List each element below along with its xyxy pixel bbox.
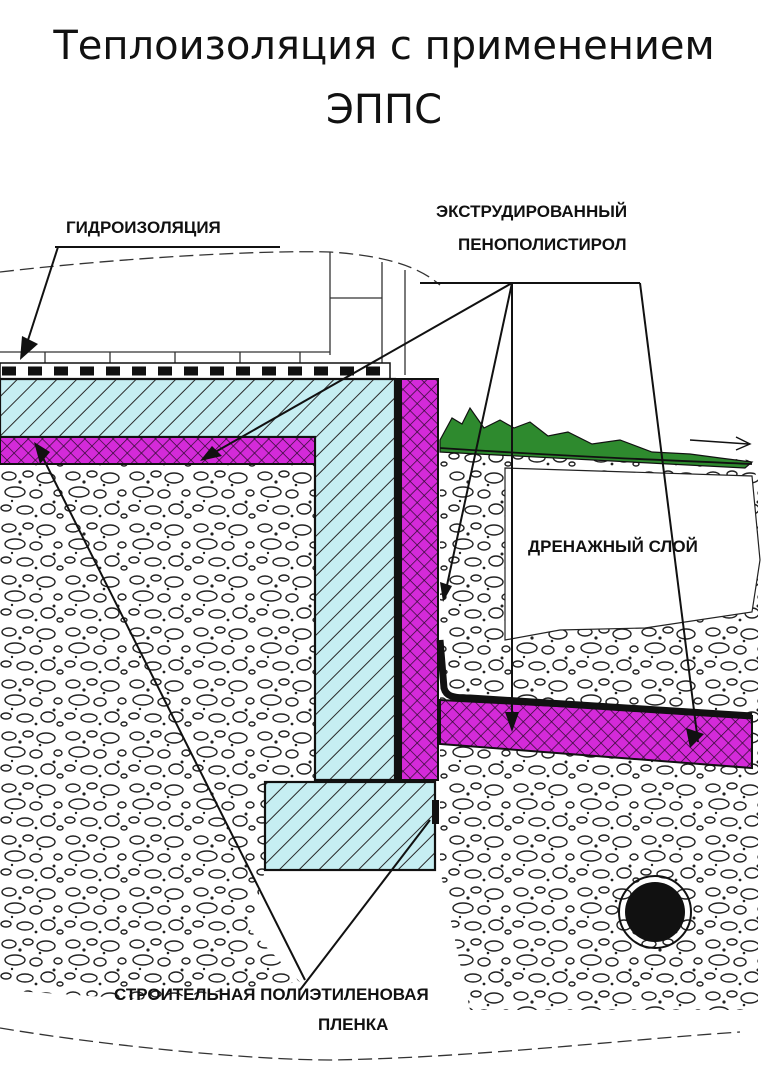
label-film-line-2: ПЛЕНКА xyxy=(318,1015,389,1034)
label-film-line-1: СТРОИТЕЛЬНАЯ ПОЛИЭТИЛЕНОВАЯ xyxy=(114,985,429,1004)
label-xps-line-2: ПЕНОПОЛИСТИРОЛ xyxy=(458,235,627,254)
title-line-1: Теплоизоляция с применением xyxy=(53,23,715,69)
title-line-2: ЭППС xyxy=(325,87,442,133)
label-xps-line-1: ЭКСТРУДИРОВАННЫЙ xyxy=(436,202,628,221)
label-drainage-layer: ДРЕНАЖНЫЙ СЛОЙ xyxy=(528,537,698,556)
label-waterproofing: ГИДРОИЗОЛЯЦИЯ xyxy=(66,218,221,237)
